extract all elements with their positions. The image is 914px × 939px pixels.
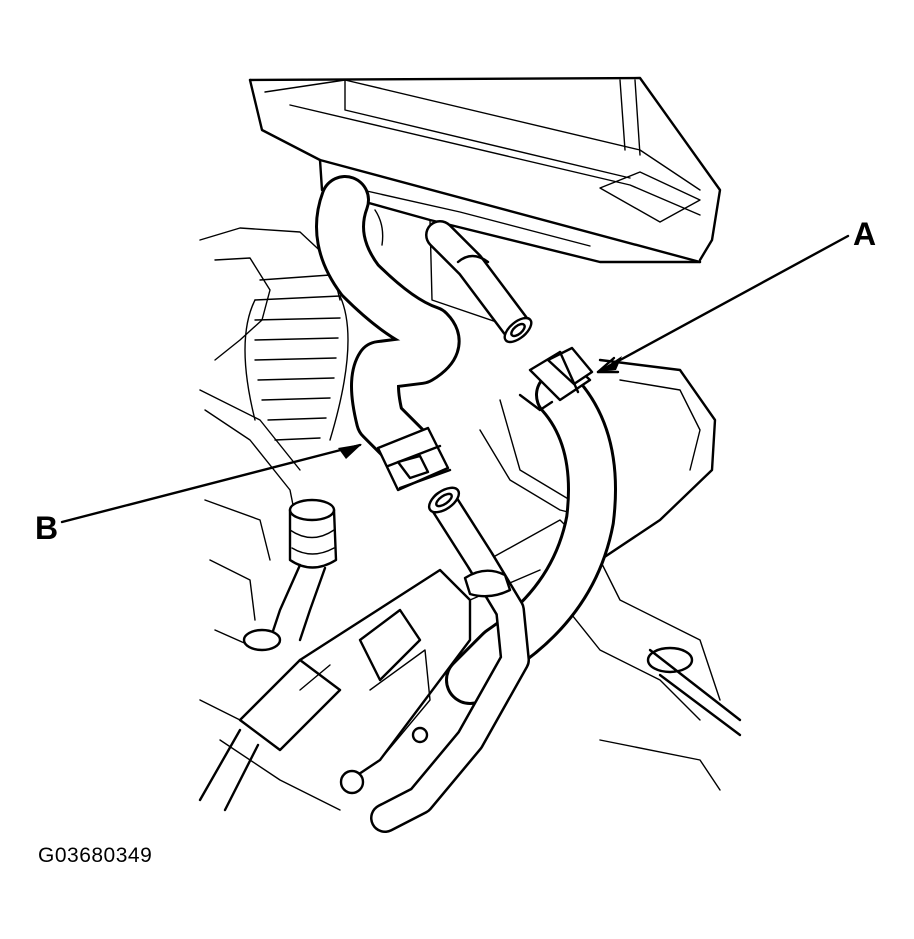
lower-feed-tube [370,486,530,833]
callout-label-a: A [853,216,877,252]
right-housing [479,358,742,791]
callout-label-b: B [35,510,59,546]
leader-arrowhead-a [596,356,620,374]
figure-code: G03680349 [38,844,153,867]
clamp-a [518,346,594,412]
hose-a [445,370,617,705]
sensor-bolt [242,498,338,652]
clamp-b [376,426,452,492]
lower-bracket [198,519,601,812]
left-machinery [199,227,349,651]
upper-return-tube [425,220,533,344]
leader-lines [60,234,850,524]
hose-b [315,175,461,475]
